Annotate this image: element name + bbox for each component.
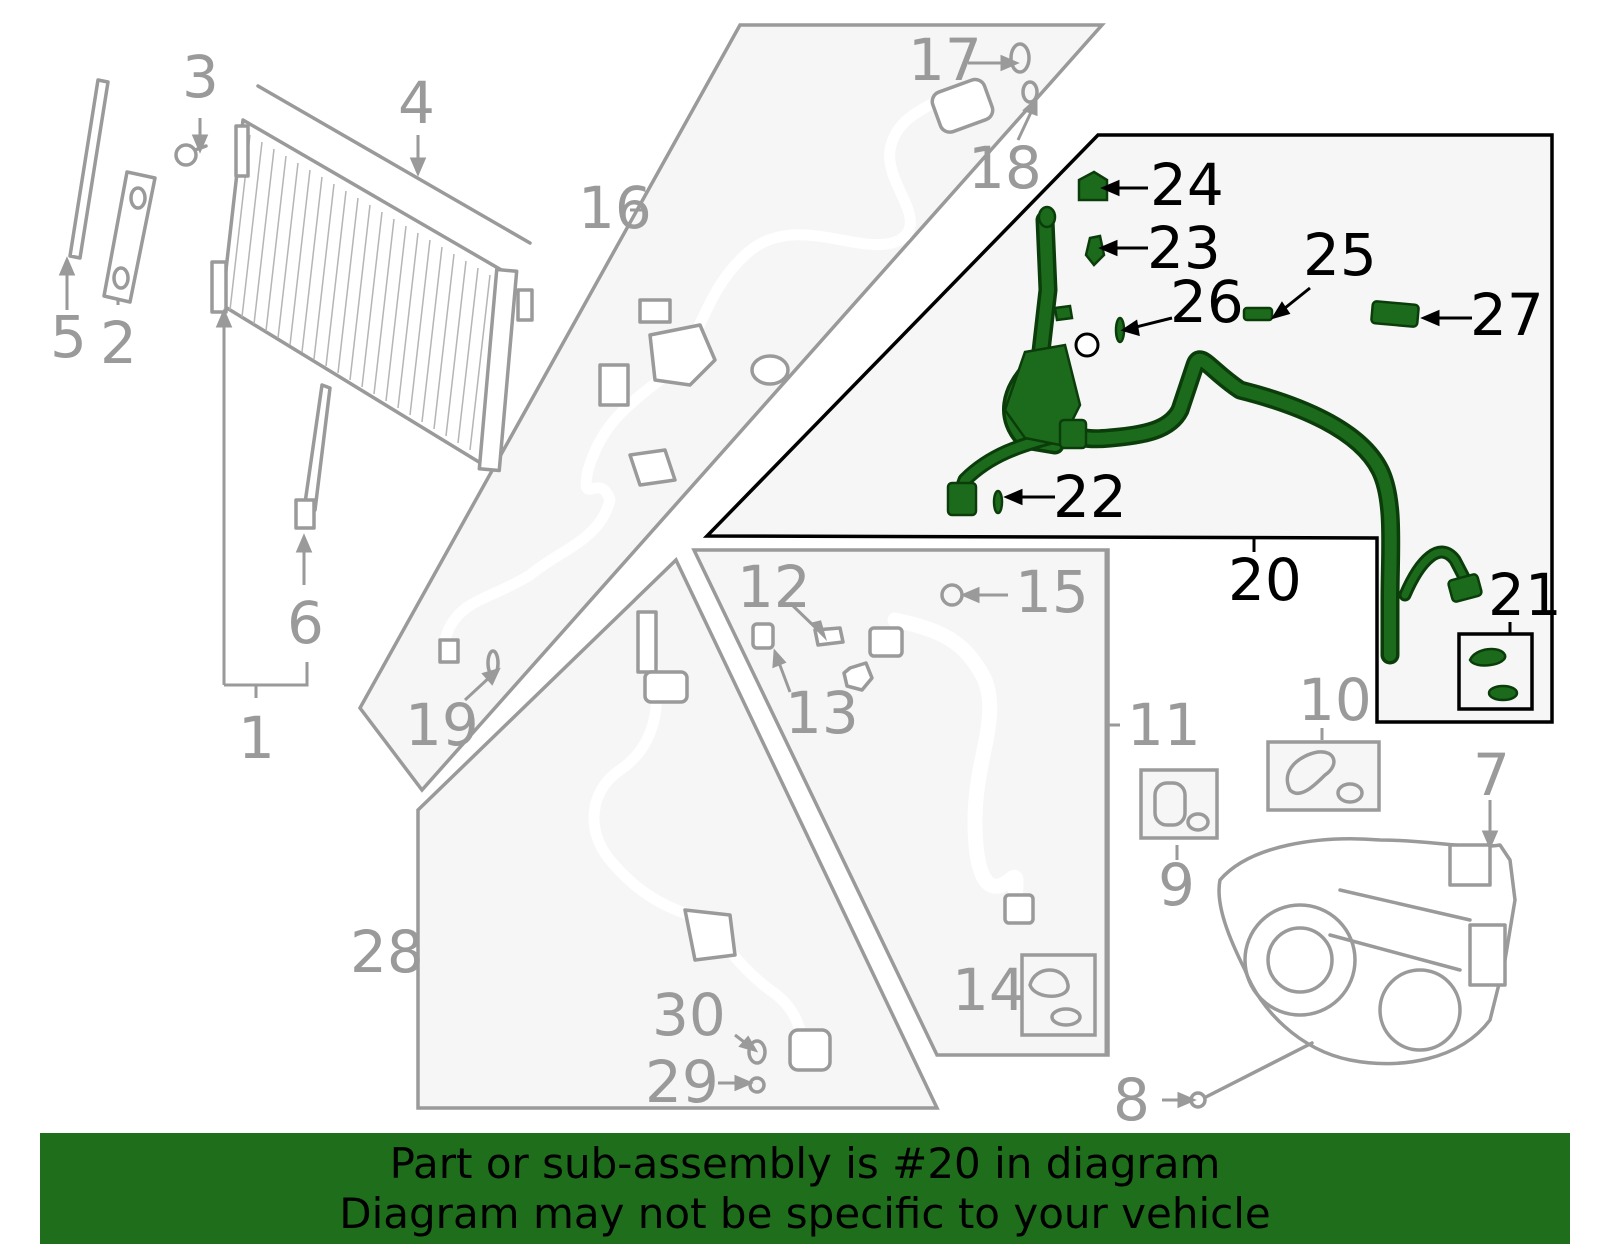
callout-3: 3: [182, 43, 219, 111]
seal-kit-9: [1139, 768, 1219, 840]
panel-16: [357, 23, 1106, 793]
callout-27: 27: [1470, 281, 1544, 349]
callout-7: 7: [1473, 741, 1510, 809]
banner-line-1: Part or sub-assembly is #20 in diagram: [389, 1138, 1221, 1188]
callout-15: 15: [1015, 558, 1089, 626]
callout-8: 8: [1113, 1066, 1150, 1130]
seal-kit-14: [1020, 953, 1097, 1037]
callout-30: 30: [652, 981, 726, 1049]
callouts: 1 2 3 4 5 6 7 8 9 10 11 12 13 14 15 16 1…: [50, 26, 1562, 1130]
drier-6: [294, 383, 332, 530]
leader-lines-black: [1003, 179, 1512, 634]
callout-21: 21: [1488, 561, 1562, 629]
info-banner: Part or sub-assembly is #20 in diagram D…: [40, 1133, 1570, 1244]
callout-18: 18: [968, 134, 1042, 202]
parts-diagram: 1 2 3 4 5 6 7 8 9 10 11 12 13 14 15 16 1…: [50, 23, 1562, 1130]
callout-17: 17: [908, 26, 982, 94]
hose-11: [751, 583, 1035, 925]
callout-2: 2: [100, 309, 137, 377]
callout-13: 13: [785, 679, 859, 747]
callout-23: 23: [1147, 214, 1221, 282]
callout-20[interactable]: 20: [1228, 546, 1302, 614]
callout-25: 25: [1303, 221, 1377, 289]
callout-5: 5: [50, 303, 87, 371]
strip-5: [68, 78, 110, 260]
callout-22: 22: [1053, 463, 1127, 531]
condenser: [210, 84, 534, 473]
callout-29: 29: [645, 1048, 719, 1116]
panel-28: [416, 557, 940, 1110]
seal-kit-10: [1266, 740, 1381, 812]
bracket-2: [102, 170, 157, 304]
callout-19: 19: [405, 691, 479, 759]
callout-10: 10: [1298, 666, 1372, 734]
hose-28: [588, 610, 832, 1094]
callout-14: 14: [952, 956, 1026, 1024]
callout-6: 6: [287, 589, 324, 657]
callout-1: 1: [238, 704, 275, 772]
banner-line-2: Diagram may not be specific to your vehi…: [339, 1188, 1271, 1238]
compressor-7: [1217, 837, 1517, 1066]
hose-16: [438, 42, 1039, 677]
callout-9: 9: [1158, 851, 1195, 919]
callout-24: 24: [1150, 151, 1224, 219]
panel-11: [691, 548, 1110, 1057]
callout-11: 11: [1127, 691, 1201, 759]
callout-12: 12: [737, 553, 811, 621]
callout-28: 28: [350, 918, 424, 986]
ac-line-20[interactable]: [946, 170, 1483, 665]
callout-16: 16: [578, 174, 652, 242]
callout-26: 26: [1170, 268, 1244, 336]
leader-lines: [58, 54, 1499, 1109]
bolt-8: [1189, 1041, 1314, 1109]
callout-4: 4: [398, 69, 435, 137]
seal-kit-21[interactable]: [1457, 632, 1534, 711]
